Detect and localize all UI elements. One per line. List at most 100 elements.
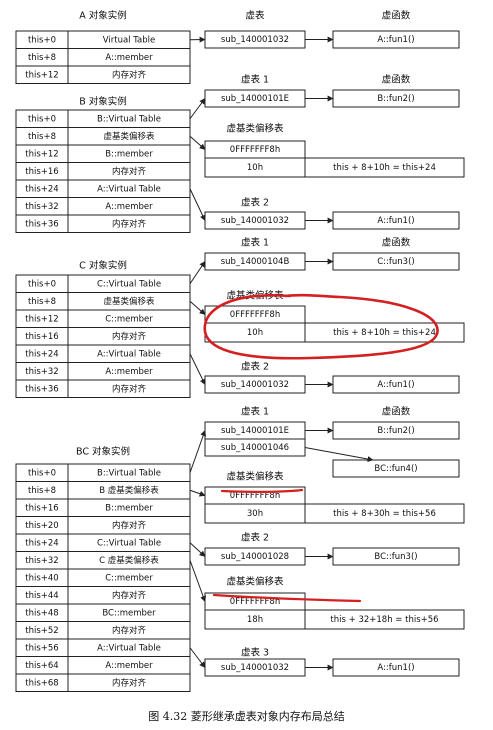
object-row-value: A::member [105, 202, 153, 212]
object-row-offset: this+8 [28, 297, 56, 307]
object-row-value: 虚基类偏移表 [103, 296, 155, 307]
figure-caption: 图 4.32 菱形继承虚表对象内存布局总结 [148, 710, 345, 723]
offset-table-bc-1-title: 虚基类偏移表 [226, 471, 284, 483]
function-bc-fun4 [332, 459, 460, 478]
vtable-bc-1-entry-address: sub_140001046 [221, 443, 289, 453]
offset-table-c-pointer-arrow [189, 300, 206, 315]
object-row-offset: this+0 [28, 114, 56, 124]
vtable-c-1-title: 虚表 1 [241, 237, 269, 249]
object-row-offset: this+48 [25, 608, 58, 618]
vtable-c-1-func-title: 虚函数 [382, 237, 411, 249]
object-row-offset: this+8 [28, 53, 56, 63]
offset-table-c-second-value: 10h [247, 328, 263, 338]
object-row-offset: this+24 [25, 538, 58, 548]
vtable-bc-1-pointer-arrow [189, 429, 207, 473]
function-b-fun2-label: B::fun2() [377, 94, 414, 104]
vtable-bc-3-entry-address: sub_140001032 [221, 663, 289, 673]
function-b-fun2-label: B::fun2() [377, 426, 414, 436]
vtable-b-1-title: 虚表 1 [241, 74, 269, 86]
object-row-offset: this+56 [25, 643, 58, 653]
function-a-fun1-label: A::fun1() [377, 663, 414, 673]
object-row-offset: this+16 [25, 167, 58, 177]
object-row-value: Virtual Table [103, 35, 155, 45]
offset-table-bc-1-second [204, 503, 465, 524]
offset-table-bc-1-calculation: this + 8+30h = this+56 [333, 509, 436, 519]
object-row-value: 内存对齐 [112, 69, 147, 80]
object-row-offset: this+0 [28, 35, 56, 45]
object-row-offset: this+8 [28, 132, 56, 142]
object-row-offset: this+32 [25, 202, 58, 212]
offset-table-bc-2-calculation: this + 32+18h = this+56 [330, 615, 438, 625]
object-row-value: A::Virtual Table [97, 184, 161, 194]
object-row-value: C::Virtual Table [97, 538, 161, 548]
object-row-offset: this+68 [25, 678, 58, 688]
offset-table-bc-2-second [204, 609, 465, 630]
object-row-value: B::member [105, 149, 153, 159]
vtable-a-entry-address: sub_140001032 [221, 35, 289, 45]
object-row-value: A::member [105, 53, 153, 63]
object-row-value: A::member [105, 661, 153, 671]
object-table [15, 463, 191, 692]
vtable-c-2-entry-address: sub_140001032 [221, 380, 289, 390]
object-row-offset: this+36 [25, 219, 58, 229]
red-underline-annotation [220, 488, 304, 494]
object-row-offset: this+64 [25, 661, 58, 671]
vtable-b-1-func-title: 虚函数 [382, 74, 411, 86]
object-row-value: 内存对齐 [112, 520, 147, 531]
function-bc-fun3-label: BC::fun3() [374, 552, 417, 562]
object-row-offset: this+16 [25, 503, 58, 513]
object-row-value: B 虚基类偏移表 [99, 485, 159, 496]
object-row-offset: this+12 [25, 149, 58, 159]
object-row-offset: this+40 [25, 573, 58, 583]
object-title: A 对象实例 [79, 10, 127, 22]
object-row-value: 内存对齐 [112, 590, 147, 601]
object-row-value: A::Virtual Table [97, 349, 161, 359]
object-row-offset: this+52 [25, 626, 58, 636]
vtable-c-2-pointer-arrow [189, 353, 206, 386]
offset-table-b-second-value: 10h [247, 163, 263, 173]
vtable-b-1-pointer-arrow [189, 98, 206, 120]
object-row-value: BC::member [102, 608, 156, 618]
object-row-offset: this+0 [28, 468, 56, 478]
object-row-value: 内存对齐 [112, 625, 147, 636]
vtable-bc-1-entry-address: sub_14000101E [221, 426, 289, 436]
object-row-offset: this+32 [25, 367, 58, 377]
object-row-value: 内存对齐 [112, 331, 147, 342]
object-row-offset: this+44 [25, 591, 58, 601]
vtable-c-1-pointer-arrow [189, 261, 206, 285]
offset-table-bc-2-title: 虚基类偏移表 [226, 576, 284, 588]
offset-table-b-second [204, 157, 465, 178]
object-title: B 对象实例 [79, 96, 127, 108]
vtable-bc-2-entry-address: sub_140001028 [221, 552, 289, 562]
vtable-bc-1-func-title: 虚函数 [382, 406, 411, 418]
red-underline-annotation [212, 593, 362, 603]
object-row-offset: this+24 [25, 184, 58, 194]
object-row-value: 内存对齐 [112, 218, 147, 229]
vtable-c-1-entry-address: sub_14000104B [221, 257, 290, 267]
function-a-fun1-label: A::fun1() [377, 380, 414, 390]
offset-table-c-first-value: 0FFFFFFF8h [230, 310, 280, 320]
object-row-value: 内存对齐 [112, 677, 147, 688]
function-bc-fun4-label: BC::fun4() [374, 464, 417, 474]
red-circle-annotation [203, 293, 439, 360]
offset-table-bc-2-second-value: 18h [247, 615, 263, 625]
object-row-value: B::member [105, 503, 153, 513]
offset-table-b-title: 虚基类偏移表 [226, 123, 284, 135]
object-table [15, 109, 191, 233]
object-row-offset: this+36 [25, 384, 58, 394]
offset-table-bc-2-pointer-arrow [189, 560, 206, 603]
vtable-bc-3-pointer-arrow [189, 647, 206, 668]
object-row-value: A::Virtual Table [97, 643, 161, 653]
object-row-value: 内存对齐 [112, 383, 147, 394]
vtable-b-2-entry-address: sub_140001032 [221, 216, 289, 226]
offset-table-b-calculation: this + 8+10h = this+24 [333, 163, 436, 173]
function-a-fun1-label: A::fun1() [377, 216, 414, 226]
object-row-value: C::member [105, 314, 153, 324]
object-title: BC 对象实例 [76, 446, 130, 458]
object-row-value: C::Virtual Table [97, 279, 161, 289]
vtable-bc-1-title: 虚表 1 [241, 406, 269, 418]
object-row-offset: this+8 [28, 486, 56, 496]
vtable-b-1-entry-address: sub_14000101E [221, 94, 289, 104]
object-table [15, 274, 191, 398]
